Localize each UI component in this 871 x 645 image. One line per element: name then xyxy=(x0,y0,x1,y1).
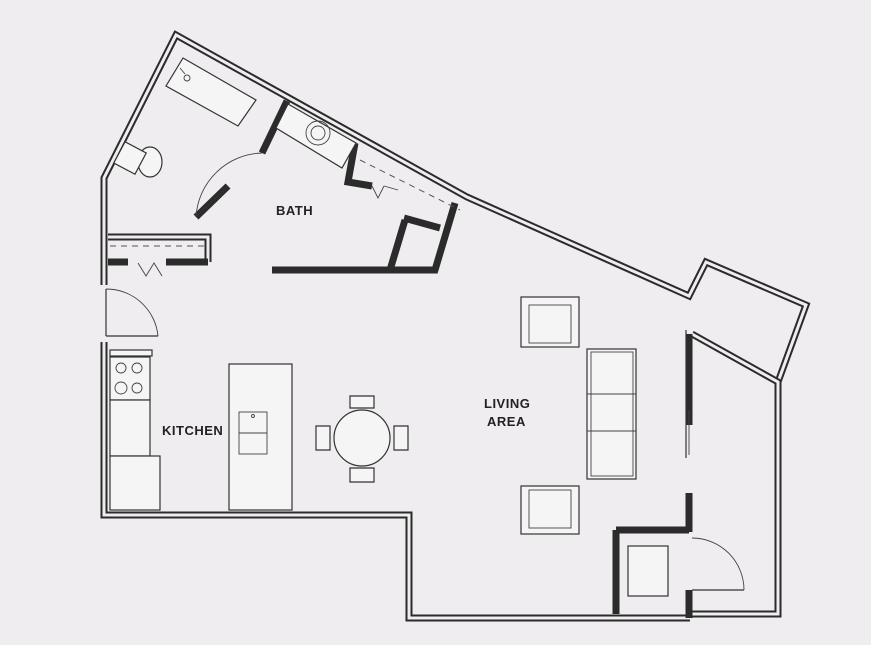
exterior-walls xyxy=(100,30,811,622)
bath-label: BATH xyxy=(276,203,313,218)
bath-door xyxy=(195,152,263,218)
living-area-label-line1: LIVING xyxy=(484,396,530,411)
bathtub xyxy=(165,57,257,127)
living-area-label-line2: AREA xyxy=(487,414,526,429)
armchair-bottom xyxy=(520,485,580,535)
sofa xyxy=(586,348,637,480)
entry-door xyxy=(105,288,159,337)
bath-closet xyxy=(359,159,461,211)
utility-closet xyxy=(612,526,745,614)
bath-sink xyxy=(275,103,357,169)
hall-closet xyxy=(110,245,206,277)
kitchen-label: KITCHEN xyxy=(162,423,223,438)
dining-table xyxy=(315,395,409,483)
stove xyxy=(114,362,143,395)
toilet xyxy=(112,140,163,178)
armchair-top xyxy=(520,296,580,348)
kitchen-island xyxy=(228,363,293,511)
kitchen-counter xyxy=(109,349,161,511)
balcony-door xyxy=(685,330,690,458)
